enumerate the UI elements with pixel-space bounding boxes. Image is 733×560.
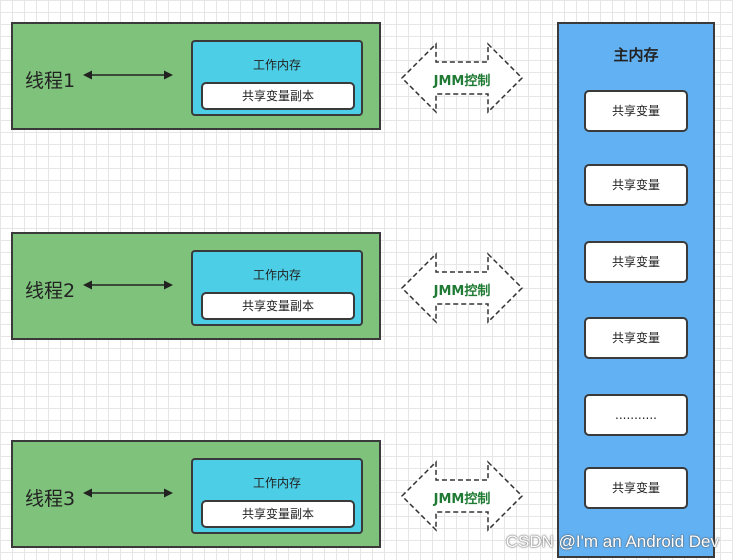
ellipsis-item: ........... <box>584 394 688 436</box>
main-memory: 主内存 共享变量 共享变量 共享变量 共享变量 ........... 共享变量 <box>557 22 715 558</box>
bidirectional-arrow-icon <box>83 70 173 80</box>
double-arrow-icon <box>400 252 524 324</box>
work-memory-2: 工作内存 共享变量副本 <box>191 250 363 326</box>
shared-variable-copy-2: 共享变量副本 <box>201 292 355 320</box>
double-arrow-icon <box>400 460 524 532</box>
work-memory-1: 工作内存 共享变量副本 <box>191 40 363 116</box>
double-arrow-icon <box>400 42 524 114</box>
shared-variable-copy-3: 共享变量副本 <box>201 500 355 528</box>
jmm-control-arrow-2: JMM控制 <box>400 252 524 324</box>
bidirectional-arrow-icon <box>83 280 173 290</box>
shared-variable-copy-1: 共享变量副本 <box>201 82 355 110</box>
shared-variable-5: 共享变量 <box>584 467 688 509</box>
shared-variable-2: 共享变量 <box>584 164 688 206</box>
jmm-control-label: JMM控制 <box>433 284 491 299</box>
watermark: CSDN @I'm an Android Dev <box>505 532 719 551</box>
jmm-control-arrow-3: JMM控制 <box>400 460 524 532</box>
work-memory-3: 工作内存 共享变量副本 <box>191 458 363 534</box>
thread-3-box: 线程3 工作内存 共享变量副本 <box>11 440 381 548</box>
main-memory-title: 主内存 <box>613 46 659 64</box>
thread-3-label: 线程3 <box>25 488 76 510</box>
jmm-control-arrow-1: JMM控制 <box>400 42 524 114</box>
work-memory-1-title: 工作内存 <box>252 58 301 72</box>
work-memory-2-title: 工作内存 <box>252 268 301 282</box>
thread-1-box: 线程1 工作内存 共享变量副本 <box>11 22 381 130</box>
shared-variable-3: 共享变量 <box>584 241 688 283</box>
thread-1-label: 线程1 <box>25 70 76 92</box>
jmm-control-label: JMM控制 <box>433 74 491 89</box>
jmm-control-label: JMM控制 <box>433 492 491 507</box>
bidirectional-arrow-icon <box>83 488 173 498</box>
thread-2-box: 线程2 工作内存 共享变量副本 <box>11 232 381 340</box>
thread-2-label: 线程2 <box>25 280 76 302</box>
shared-variable-1: 共享变量 <box>584 90 688 132</box>
work-memory-3-title: 工作内存 <box>252 476 301 490</box>
shared-variable-4: 共享变量 <box>584 317 688 359</box>
